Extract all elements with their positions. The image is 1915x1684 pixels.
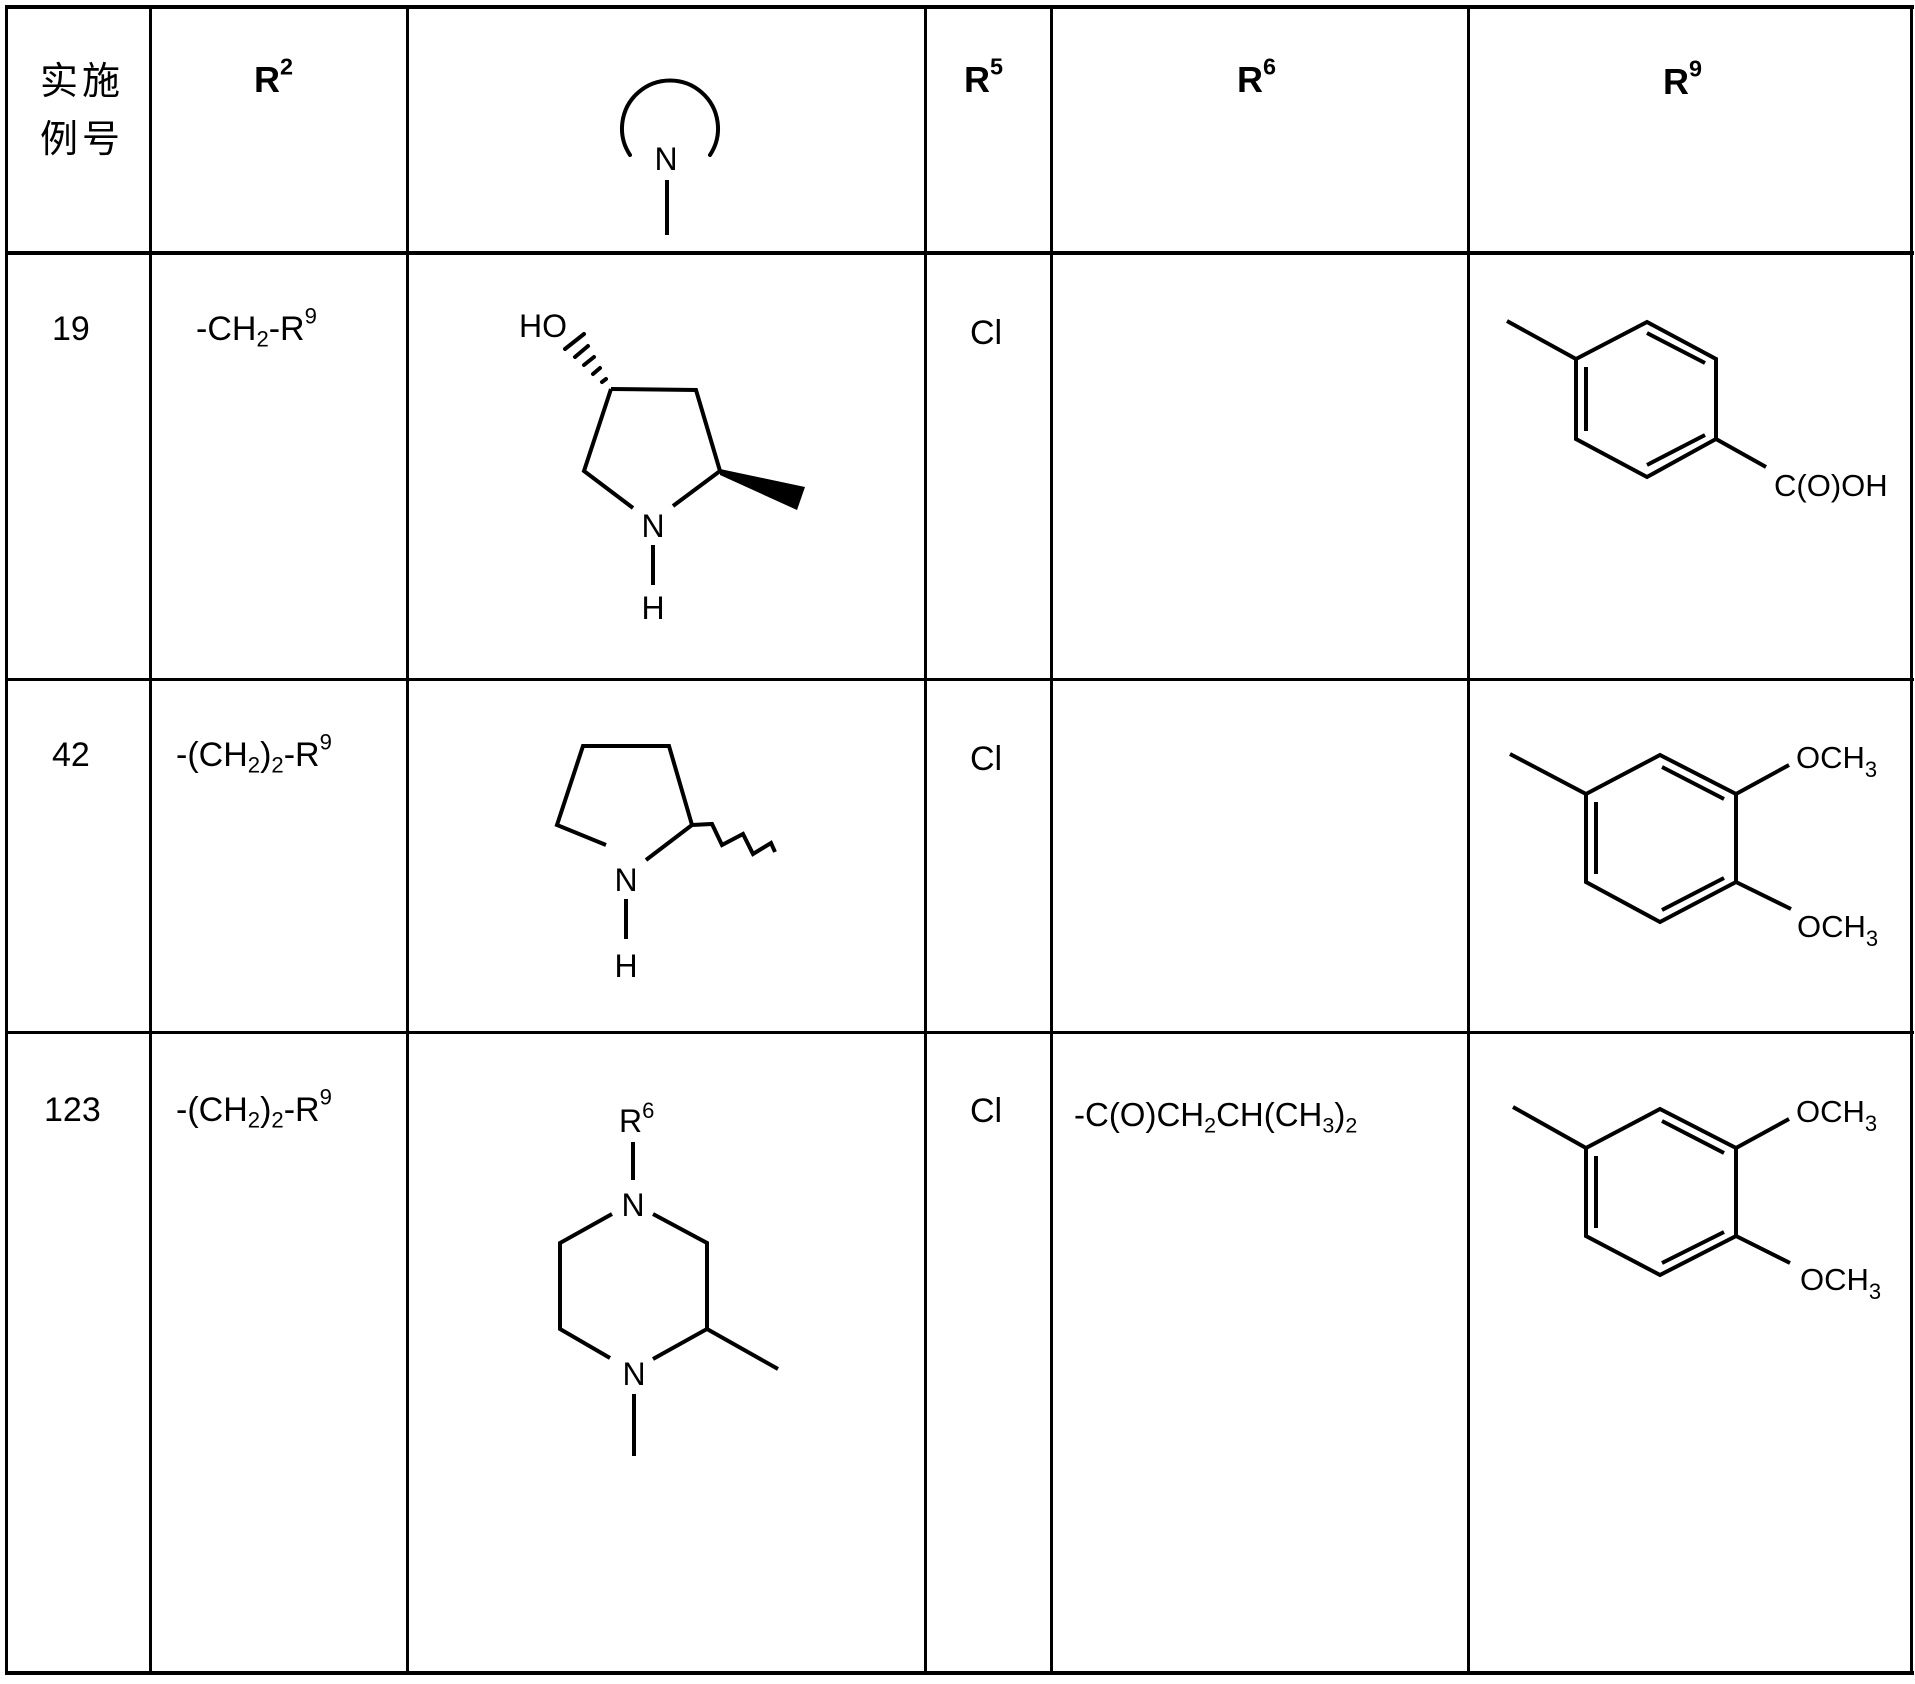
svg-text:OCH3: OCH3: [1797, 909, 1878, 951]
svg-text:H: H: [641, 590, 664, 626]
svg-text:N: N: [641, 508, 664, 544]
column-divider: [149, 5, 152, 1675]
example-no-123: 123: [44, 1091, 101, 1129]
svg-text:C(O)OH: C(O)OH: [1774, 468, 1888, 503]
example-no-19: 19: [52, 310, 90, 348]
r2-value-42: -(CH2)2-R9: [176, 729, 332, 778]
svg-text:H: H: [614, 948, 637, 984]
n-heterocycle-ring-icon: N: [620, 78, 720, 235]
example-no-42: 42: [52, 736, 90, 774]
table-border-left: [5, 5, 8, 1675]
header-r6: R6: [1237, 53, 1277, 100]
header-example-no: 实施 例号: [40, 52, 124, 168]
methylpyrrolidine-structure-icon: N H: [554, 744, 777, 984]
r5-value-42: Cl: [970, 740, 1003, 778]
methylpiperazine-structure-icon: R6 N N: [558, 1098, 779, 1456]
svg-text:HO: HO: [519, 308, 567, 344]
row-divider: [6, 678, 1914, 681]
svg-text:OCH3: OCH3: [1796, 1094, 1877, 1136]
svg-text:R6: R6: [619, 1098, 654, 1139]
svg-text:OCH3: OCH3: [1796, 740, 1877, 782]
header-r2: R2: [254, 53, 294, 100]
dimethoxyphenyl-structure-icon: OCH3 OCH3: [1512, 1094, 1881, 1304]
svg-text:OCH3: OCH3: [1800, 1262, 1881, 1304]
pyrrolidinol-structure-icon: HO N H: [519, 308, 805, 626]
r5-value-123: Cl: [970, 1092, 1003, 1130]
svg-text:N: N: [654, 141, 677, 177]
dimethoxyphenyl-structure-icon: OCH3 OCH3: [1509, 740, 1878, 951]
r6-value-123: -C(O)CH2CH(CH3)2: [1074, 1096, 1358, 1138]
column-divider: [1467, 5, 1470, 1675]
svg-text:N: N: [622, 1356, 645, 1392]
svg-text:N: N: [621, 1187, 644, 1223]
header-example-no-line2: 例号: [40, 117, 125, 161]
column-divider: [406, 5, 409, 1675]
table-border-top: [6, 5, 1914, 9]
row-divider: [6, 1031, 1914, 1034]
header-example-no-line1: 实施: [40, 59, 125, 103]
carboxyphenyl-structure-icon: C(O)OH: [1506, 319, 1888, 503]
header-r5: R5: [964, 53, 1004, 100]
header-divider: [6, 251, 1914, 255]
table-border-right: [1910, 5, 1913, 1675]
table-border-bottom: [6, 1671, 1914, 1675]
svg-text:N: N: [614, 862, 637, 898]
column-divider: [924, 5, 927, 1675]
r2-value-123: -(CH2)2-R9: [176, 1084, 332, 1133]
header-r9: R9: [1663, 55, 1703, 102]
r5-value-19: Cl: [970, 314, 1003, 352]
r2-value-19: -CH2-R9: [196, 303, 317, 352]
column-divider: [1050, 5, 1053, 1675]
